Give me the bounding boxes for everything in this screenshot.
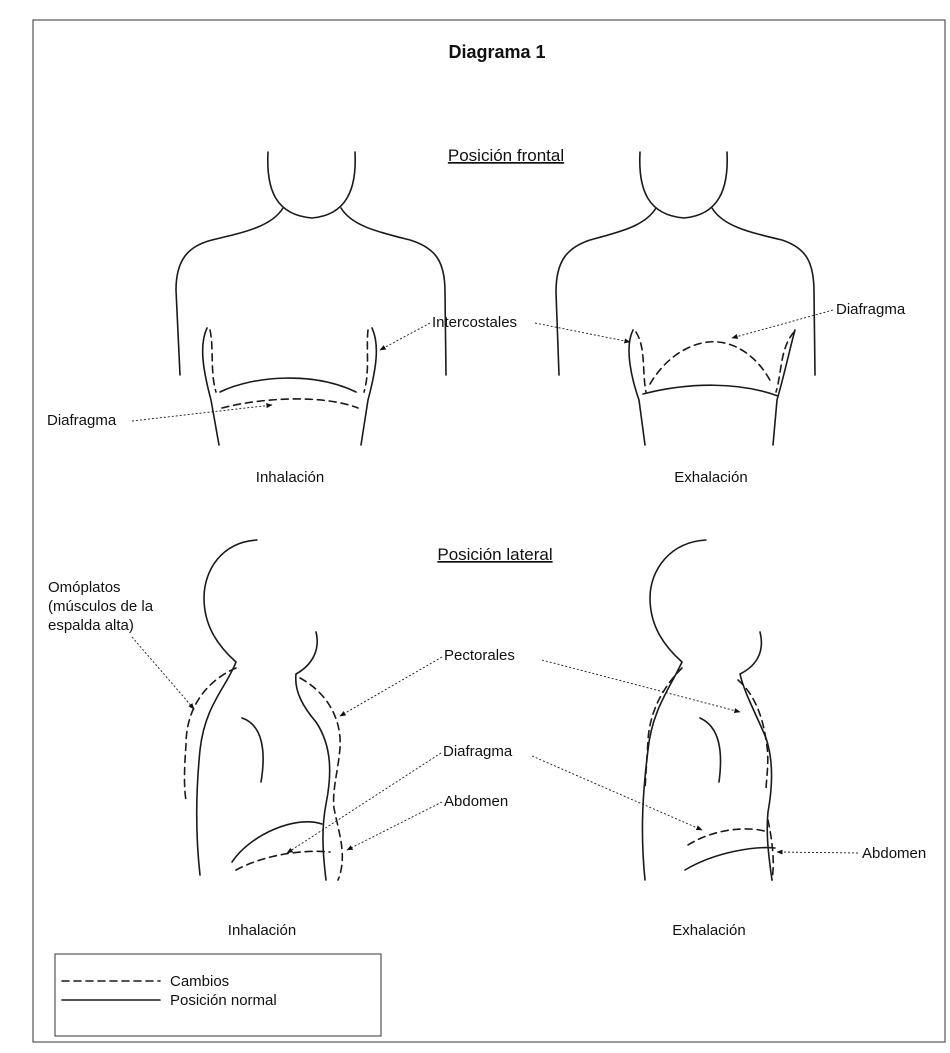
- lateral-heading: Posición lateral: [437, 545, 552, 564]
- caption-frontal-inhalation: Inhalación: [256, 469, 324, 486]
- label-pectorales: Pectorales: [444, 647, 515, 664]
- label-diafragma-frontal-left: Diafragma: [47, 412, 117, 429]
- legend-normal-label: Posición normal: [170, 992, 277, 1009]
- legend: Cambios Posición normal: [55, 954, 381, 1036]
- label-diafragma-frontal-right: Diafragma: [836, 301, 906, 318]
- caption-lateral-exhalation: Exhalación: [672, 922, 745, 939]
- label-diafragma-lateral: Diafragma: [443, 743, 513, 760]
- label-omoplatos-line1: Omóplatos: [48, 579, 121, 596]
- caption-frontal-exhalation: Exhalación: [674, 469, 747, 486]
- frontal-heading: Posición frontal: [448, 146, 564, 165]
- diagram-title: Diagrama 1: [448, 42, 545, 62]
- label-abdomen-lateral-left: Abdomen: [444, 793, 508, 810]
- caption-lateral-inhalation: Inhalación: [228, 922, 296, 939]
- lateral-exhalation-figure: [642, 540, 775, 880]
- outer-border: [33, 20, 945, 1042]
- frontal-exhalation-figure: [556, 152, 815, 445]
- legend-changes-label: Cambios: [170, 973, 229, 990]
- frontal-inhalation-figure: [176, 152, 446, 445]
- label-omoplatos-line3: espalda alta): [48, 617, 134, 634]
- lateral-inhalation-figure: [185, 540, 343, 880]
- label-omoplatos-line2: (músculos de la: [48, 598, 154, 615]
- label-intercostales: Intercostales: [432, 314, 517, 331]
- label-abdomen-lateral-right: Abdomen: [862, 845, 926, 862]
